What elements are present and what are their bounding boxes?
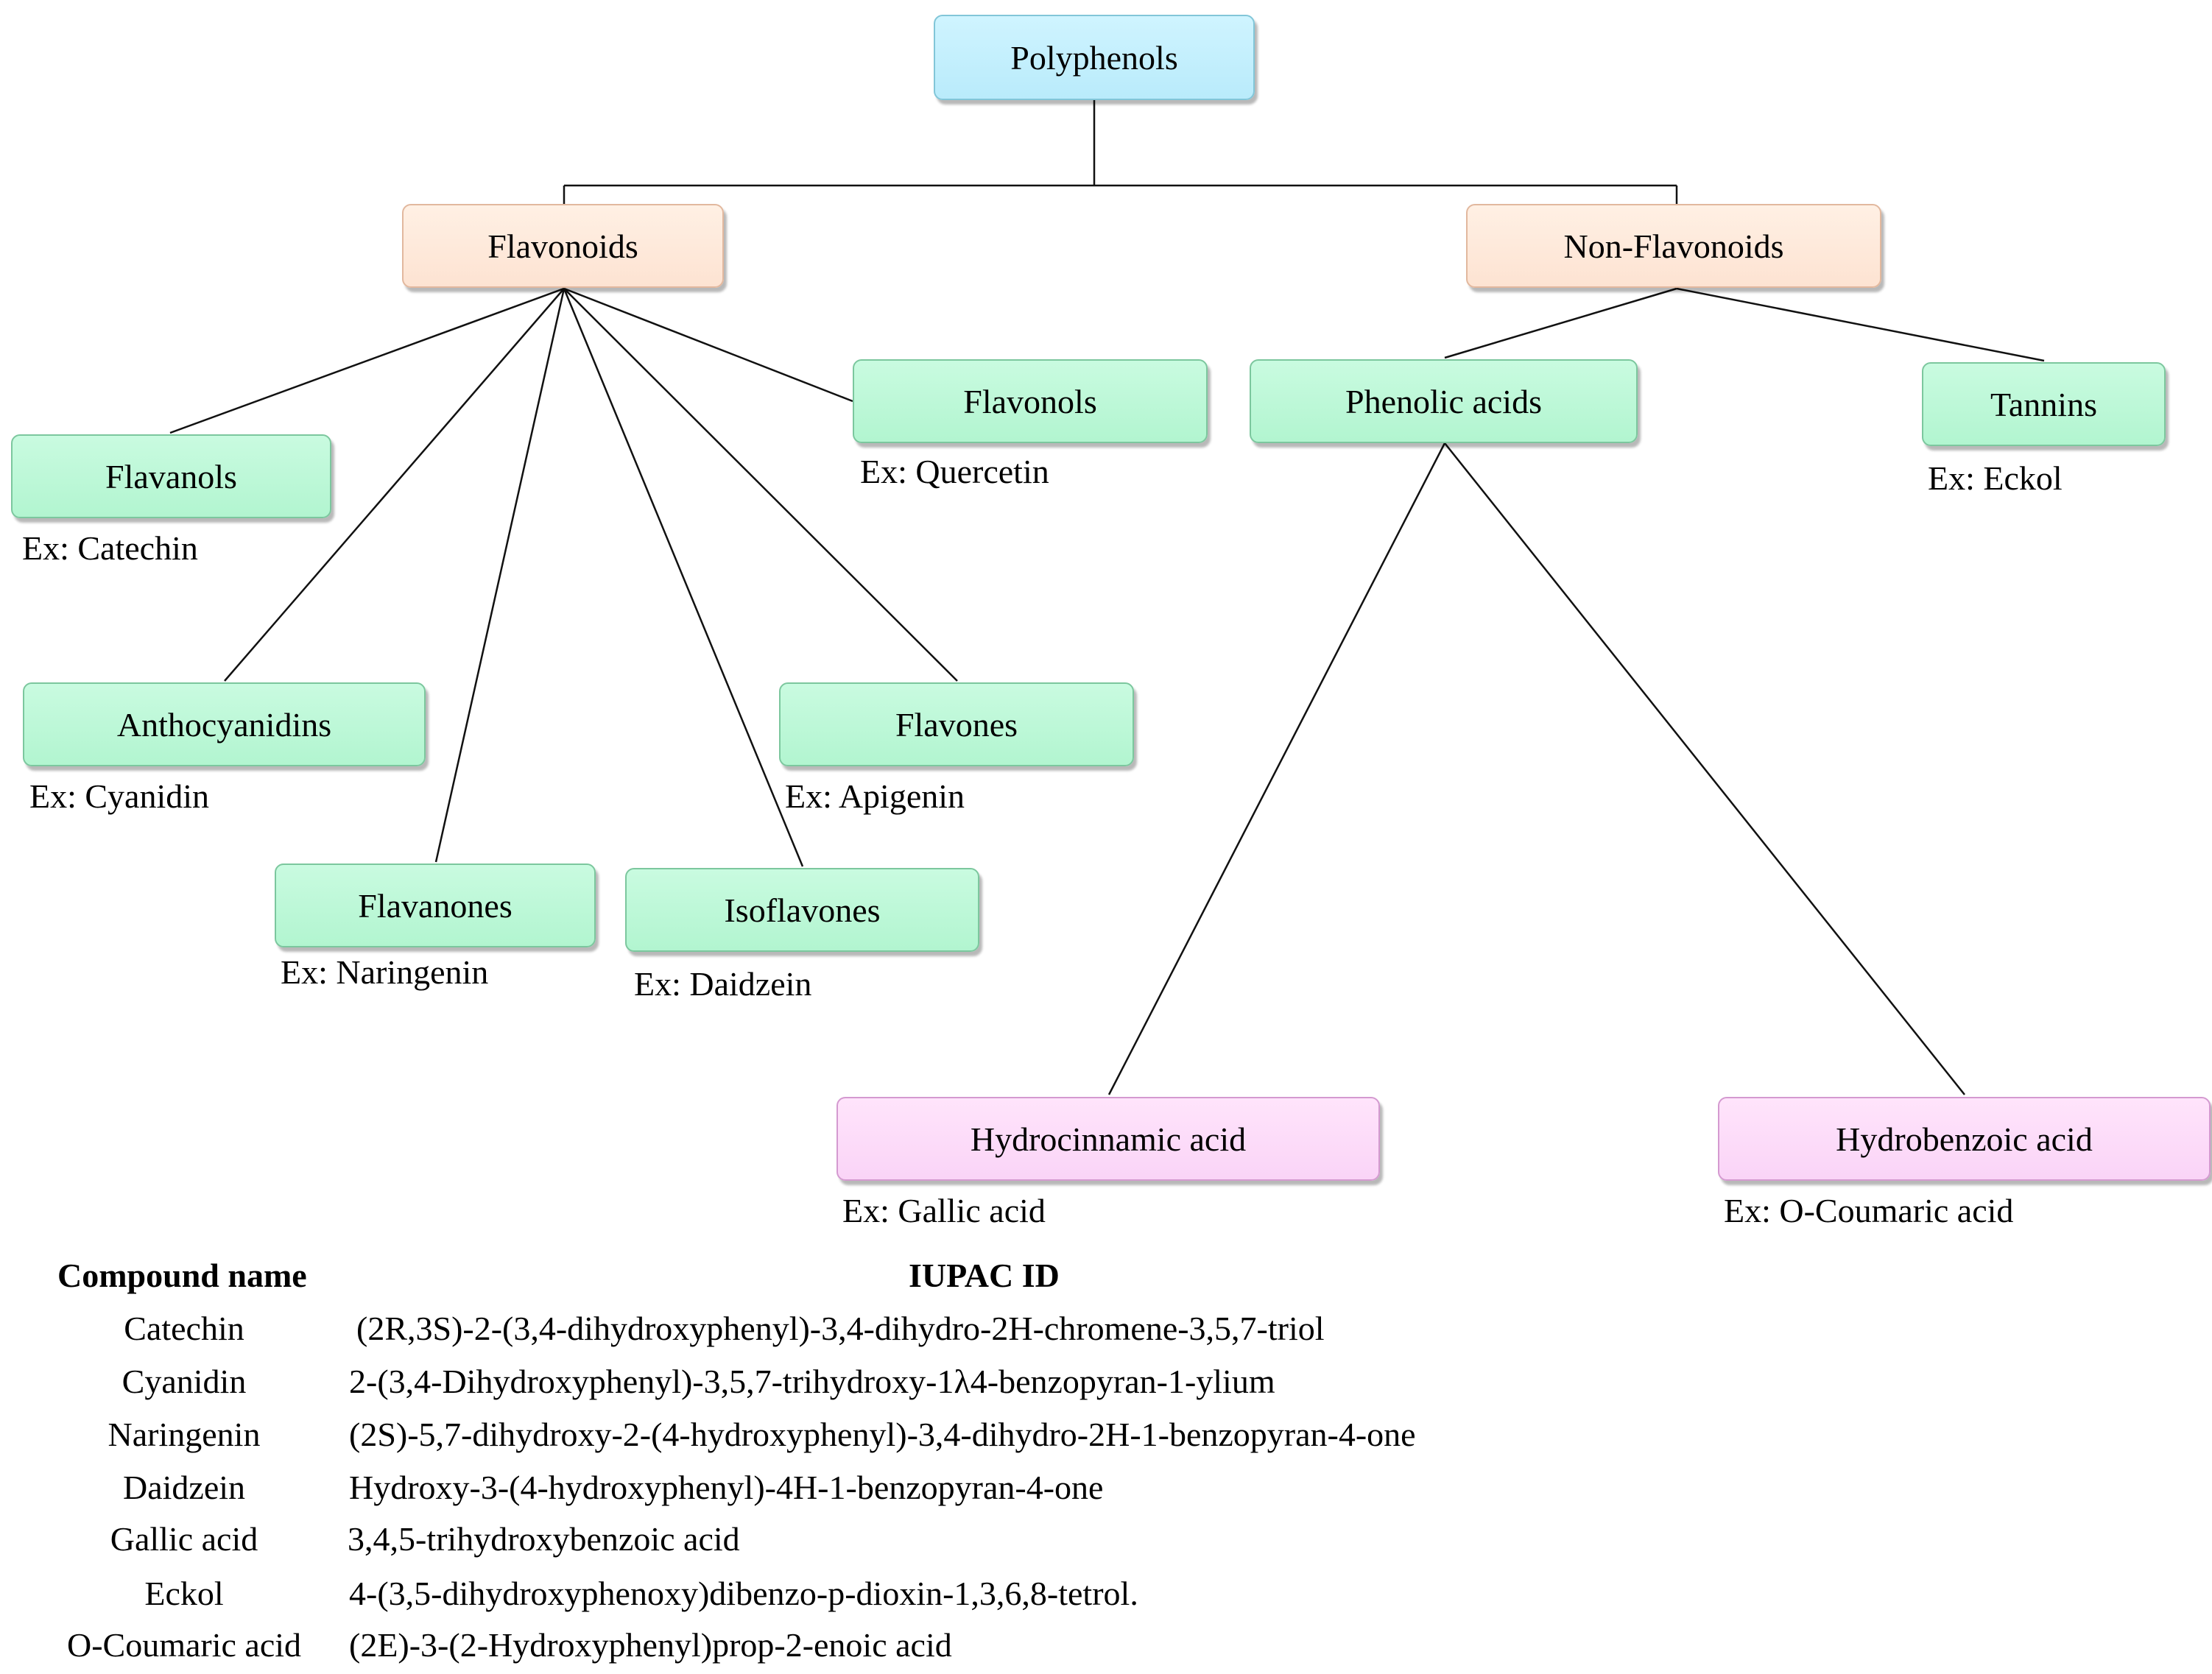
node-polyphenols: Polyphenols xyxy=(934,15,1255,100)
node-hydrobenzoic-acid: Hydrobenzoic acid xyxy=(1718,1097,2211,1181)
table-cell-compound: Cyanidin xyxy=(121,1363,247,1400)
table-cell-compound: O-Coumaric acid xyxy=(66,1626,302,1664)
example-tannins: Ex: Eckol xyxy=(1928,459,2063,497)
node-isoflavones: Isoflavones xyxy=(625,868,979,952)
table-cell-iupac: 4-(3,5-dihydroxyphenoxy)dibenzo-p-dioxin… xyxy=(349,1575,1138,1612)
node-flavanones: Flavanones xyxy=(275,864,596,947)
example-flavones: Ex: Apigenin xyxy=(785,777,965,815)
table-cell-iupac: (2E)-3-(2-Hydroxyphenyl)prop-2-enoic aci… xyxy=(349,1626,952,1664)
table-cell-compound: Catechin xyxy=(124,1310,244,1347)
table-header-iupac-id: IUPAC ID xyxy=(909,1257,1060,1294)
example-hydrocinnamic-acid: Ex: Gallic acid xyxy=(842,1192,1046,1229)
table-cell-iupac: (2R,3S)-2-(3,4-dihydroxyphenyl)-3,4-dihy… xyxy=(356,1310,1325,1347)
table-cell-compound: Naringenin xyxy=(108,1416,261,1453)
node-tannins: Tannins xyxy=(1922,362,2166,446)
node-flavonoids: Flavonoids xyxy=(402,204,724,288)
node-hydrocinnamic-acid: Hydrocinnamic acid xyxy=(836,1097,1380,1181)
connector-flavonoids-flavanols xyxy=(169,287,565,434)
example-flavanones: Ex: Naringenin xyxy=(281,953,489,991)
table-cell-compound: Daidzein xyxy=(122,1469,246,1506)
node-flavonols: Flavonols xyxy=(853,359,1208,443)
table-cell-compound: Eckol xyxy=(144,1575,224,1612)
table-header-compound-name: Compound name xyxy=(57,1257,307,1294)
connector-phenolic-hydrobenzoic xyxy=(1444,442,1965,1095)
example-isoflavones: Ex: Daidzein xyxy=(634,965,812,1003)
example-flavonols: Ex: Quercetin xyxy=(860,453,1049,490)
table-cell-compound: Gallic acid xyxy=(110,1520,258,1558)
node-non-flavonoids: Non-Flavonoids xyxy=(1466,204,1881,288)
connector-flavonoids-anthocyanidins xyxy=(224,288,565,682)
node-anthocyanidins: Anthocyanidins xyxy=(23,682,426,766)
table-cell-iupac: (2S)-5,7-dihydroxy-2-(4-hydroxyphenyl)-3… xyxy=(349,1416,1416,1453)
connector-nonflav-phenolic xyxy=(1444,287,1677,359)
connector-flavonoids-isoflavones xyxy=(563,288,804,867)
table-cell-iupac: Hydroxy-3-(4-hydroxyphenyl)-4H-1-benzopy… xyxy=(349,1469,1104,1506)
node-flavones: Flavones xyxy=(779,682,1134,766)
table-cell-iupac: 2-(3,4-Dihydroxyphenyl)-3,5,7-trihydroxy… xyxy=(349,1363,1275,1400)
connector-flavonoids-flavanones xyxy=(434,288,566,863)
node-flavanols: Flavanols xyxy=(11,434,331,518)
connector-phenolic-hydrocinnamic xyxy=(1107,442,1446,1095)
example-anthocyanidins: Ex: Cyanidin xyxy=(29,777,210,815)
connector-flavonoids-flavones xyxy=(563,288,958,682)
example-flavanols: Ex: Catechin xyxy=(22,529,198,567)
connector-nonflav-tannins xyxy=(1676,287,2045,362)
connector-flavonoids-flavonols xyxy=(563,287,853,403)
table-cell-iupac: 3,4,5-trihydroxybenzoic acid xyxy=(348,1520,740,1558)
example-hydrobenzoic-acid: Ex: O-Coumaric acid xyxy=(1724,1192,2014,1229)
node-phenolic-acids: Phenolic acids xyxy=(1250,359,1638,443)
